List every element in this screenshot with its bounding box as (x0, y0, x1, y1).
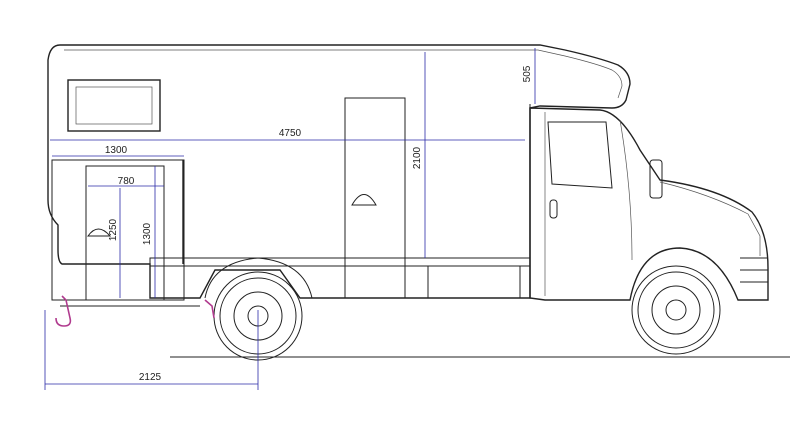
storage-locker (427, 265, 521, 299)
cab-hood (659, 181, 761, 256)
camper-window (67, 79, 161, 132)
tow-hitch-2 (204, 299, 215, 319)
tow-hitch (55, 295, 72, 327)
camper-body-inner-line (64, 49, 623, 99)
chassis-rail (149, 257, 531, 267)
door-handle-cab (549, 199, 558, 219)
cab-door-line-2 (619, 119, 633, 261)
side-door-handle (351, 194, 377, 206)
cab-outline (529, 107, 769, 301)
side-door (344, 97, 406, 299)
dim-garage-height: 1300 (142, 222, 153, 245)
dim-door-height: 1250 (108, 218, 119, 241)
rear-wheel-arch (204, 257, 313, 299)
dim-cabin-height: 2100 (412, 146, 423, 169)
camper-body-outline (47, 44, 631, 299)
dim-rear-overhang: 2125 (139, 372, 162, 383)
front-wheel-hub (665, 299, 687, 321)
dim-garage-width: 1300 (105, 145, 128, 156)
dim-door-width: 780 (118, 176, 135, 187)
front-wheel-rim (651, 285, 701, 335)
side-mirror (649, 159, 663, 199)
cab-front-bumper (740, 257, 768, 283)
front-wheel-tire (631, 265, 721, 355)
dim-overall-length: 4750 (279, 128, 302, 139)
front-wheel-tire-inner (637, 271, 715, 349)
entry-door-handle (87, 228, 112, 237)
cab-window (547, 121, 613, 189)
dim-overcab-height: 505 (522, 65, 533, 82)
camper-window-inner (75, 86, 153, 125)
